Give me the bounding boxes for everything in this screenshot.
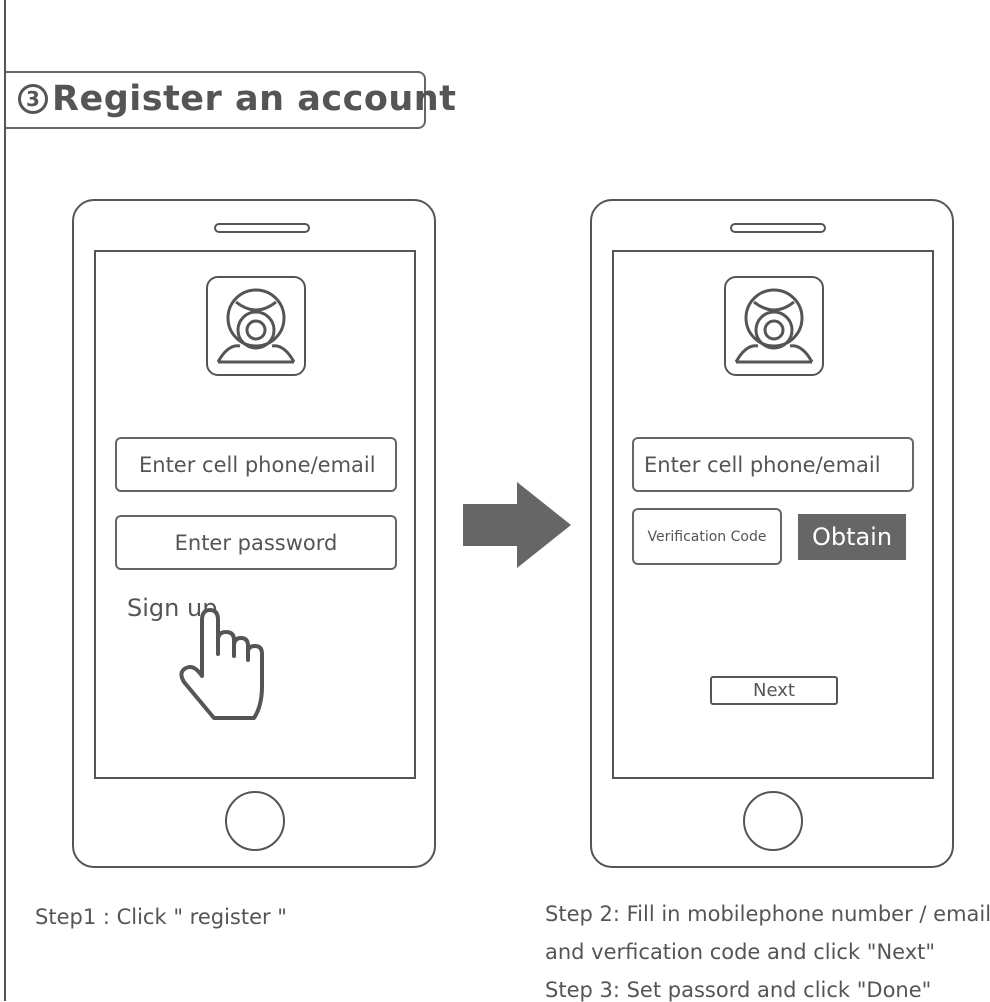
phone-screen: Enter cell phone/email Verification Code…	[612, 250, 934, 779]
phone-email-input[interactable]: Enter cell phone/email	[115, 437, 397, 492]
phone-mockup-signin: Enter cell phone/email Enter password Si…	[72, 199, 436, 868]
step3-caption: Step 3: Set passord and click "Done"	[545, 978, 932, 1002]
verification-code-placeholder: Verification Code	[647, 528, 767, 545]
webcam-app-icon	[206, 276, 306, 376]
step2-caption-line1: Step 2: Fill in mobilephone number / ema…	[545, 902, 990, 926]
phone-email-input[interactable]: Enter cell phone/email	[632, 437, 914, 492]
phone-email-placeholder: Enter cell phone/email	[139, 452, 376, 477]
password-placeholder: Enter password	[174, 530, 338, 555]
phone-mockup-register: Enter cell phone/email Verification Code…	[590, 199, 954, 868]
webcam-app-icon	[724, 276, 824, 376]
step1-caption: Step1 : Click " register "	[35, 905, 287, 929]
step2-caption-line2: and verfication code and click "Next"	[545, 940, 936, 964]
right-arrow-icon	[463, 482, 571, 572]
verification-code-input[interactable]: Verification Code	[632, 508, 782, 565]
phone-screen: Enter cell phone/email Enter password Si…	[94, 250, 416, 779]
phone-speaker	[730, 223, 826, 233]
phone-speaker	[214, 223, 310, 233]
page-title: Register an account	[52, 79, 457, 119]
phone-home-button	[225, 791, 285, 851]
left-border-rule	[4, 0, 6, 1001]
title-frame	[6, 71, 426, 129]
step-number-badge: 3	[18, 84, 48, 114]
next-button[interactable]: Next	[710, 676, 838, 705]
obtain-code-button[interactable]: Obtain	[798, 514, 906, 560]
phone-home-button	[743, 791, 803, 851]
phone-email-placeholder: Enter cell phone/email	[644, 452, 881, 477]
password-input[interactable]: Enter password	[115, 515, 397, 570]
pointing-hand-icon	[174, 606, 270, 726]
